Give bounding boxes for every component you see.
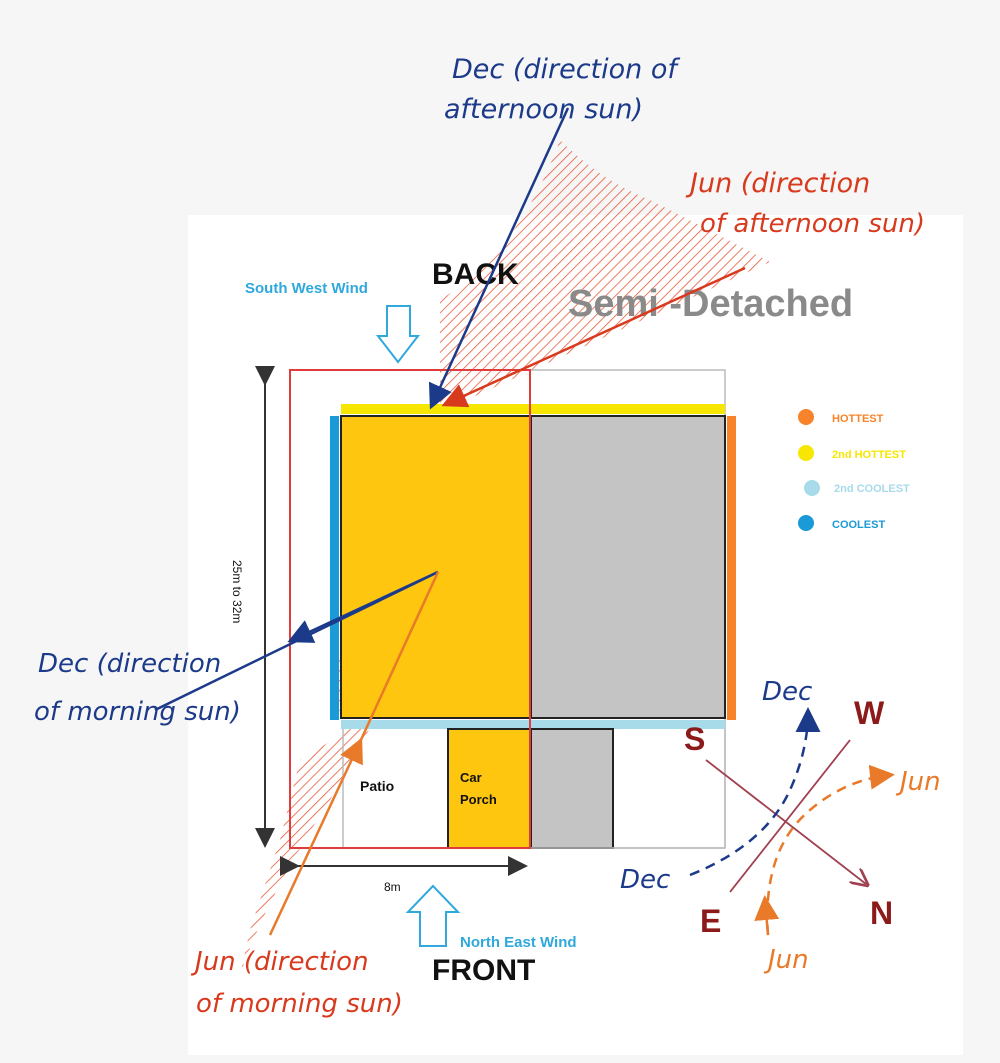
dec-morning-annotation-line1: Dec (direction xyxy=(38,649,221,679)
south-west-wind-label: South West Wind xyxy=(245,280,368,297)
compass-e-w-axis xyxy=(729,739,851,893)
neighbour-house-block xyxy=(530,415,726,719)
front-facade-band xyxy=(341,720,725,729)
compass-jun-bottom-label: Jun xyxy=(763,945,809,975)
car-porch-label-line1: Car xyxy=(460,770,482,785)
legend-swatch-hottest xyxy=(798,409,814,425)
depth-label: 25m to 32m xyxy=(230,560,244,623)
jun-afternoon-annotation-line1: Jun (direction xyxy=(685,168,870,199)
north-east-wind-arrow xyxy=(405,884,461,947)
neighbour-porch-block xyxy=(530,728,614,849)
jun-morning-sun-line xyxy=(358,571,440,743)
car-porch-label-line2: Porch xyxy=(460,792,497,807)
legend-label-2nd-coolest: 2nd COOLEST xyxy=(834,483,910,495)
jun-afternoon-sun-arrow xyxy=(441,266,746,408)
back-facade-band xyxy=(341,404,725,414)
legend-label-hottest: HOTTEST xyxy=(832,413,884,425)
jun-afternoon-annotation-line2: of afternoon sun) xyxy=(700,209,925,239)
jun-morning-annotation-line1: Jun (direction xyxy=(190,947,369,977)
dec-morning-annotation-line2: of morning sun) xyxy=(34,697,241,727)
compass-e-label: E xyxy=(700,903,721,939)
compass-rose: S W E N xyxy=(684,695,893,939)
house-type-label: Semi -Detached xyxy=(568,283,853,325)
house-block xyxy=(340,415,532,719)
dec-morning-sun-line xyxy=(154,570,439,712)
right-facade-band xyxy=(727,416,736,720)
compass-w-label: W xyxy=(854,695,885,731)
compass-jun-right-label: Jun xyxy=(895,767,941,797)
afternoon-sun-hatch xyxy=(440,140,770,412)
legend-swatch-2nd-coolest xyxy=(804,480,820,496)
jun-morning-annotation-line2: of morning sun) xyxy=(196,989,403,1019)
dec-sun-path xyxy=(689,707,821,877)
compass-s-label: S xyxy=(684,721,705,757)
jun-sun-path xyxy=(766,764,895,936)
back-label: BACK xyxy=(432,258,519,291)
dec-afternoon-annotation-line2: afternoon sun) xyxy=(444,94,643,125)
compass-n-label: N xyxy=(870,895,893,931)
dec-afternoon-annotation-line1: Dec (direction of xyxy=(452,54,680,85)
patio-label: Patio xyxy=(360,778,394,794)
south-west-wind-arrow xyxy=(375,305,421,364)
plot-outline xyxy=(289,369,531,849)
compass-dec-bottom-label: Dec xyxy=(620,865,670,895)
left-facade-band xyxy=(330,416,339,720)
compass-dec-top-label: Dec xyxy=(762,677,812,707)
dec-afternoon-sun-arrow xyxy=(428,107,570,410)
legend-label-2nd-hottest: 2nd HOTTEST xyxy=(832,449,906,461)
width-label: 8m xyxy=(384,880,401,894)
legend-swatch-coolest xyxy=(798,515,814,531)
north-east-wind-label: North East Wind xyxy=(460,934,577,951)
jun-sun-path-start-arrow xyxy=(754,895,780,936)
legend: HOTTEST 2nd HOTTEST 2nd COOLEST COOLEST xyxy=(798,409,910,531)
legend-swatch-2nd-hottest xyxy=(798,445,814,461)
jun-morning-sun-arrow xyxy=(268,737,363,936)
legend-label-coolest: COOLEST xyxy=(832,519,885,531)
car-porch-block xyxy=(447,728,532,849)
front-label: FRONT xyxy=(432,954,535,987)
